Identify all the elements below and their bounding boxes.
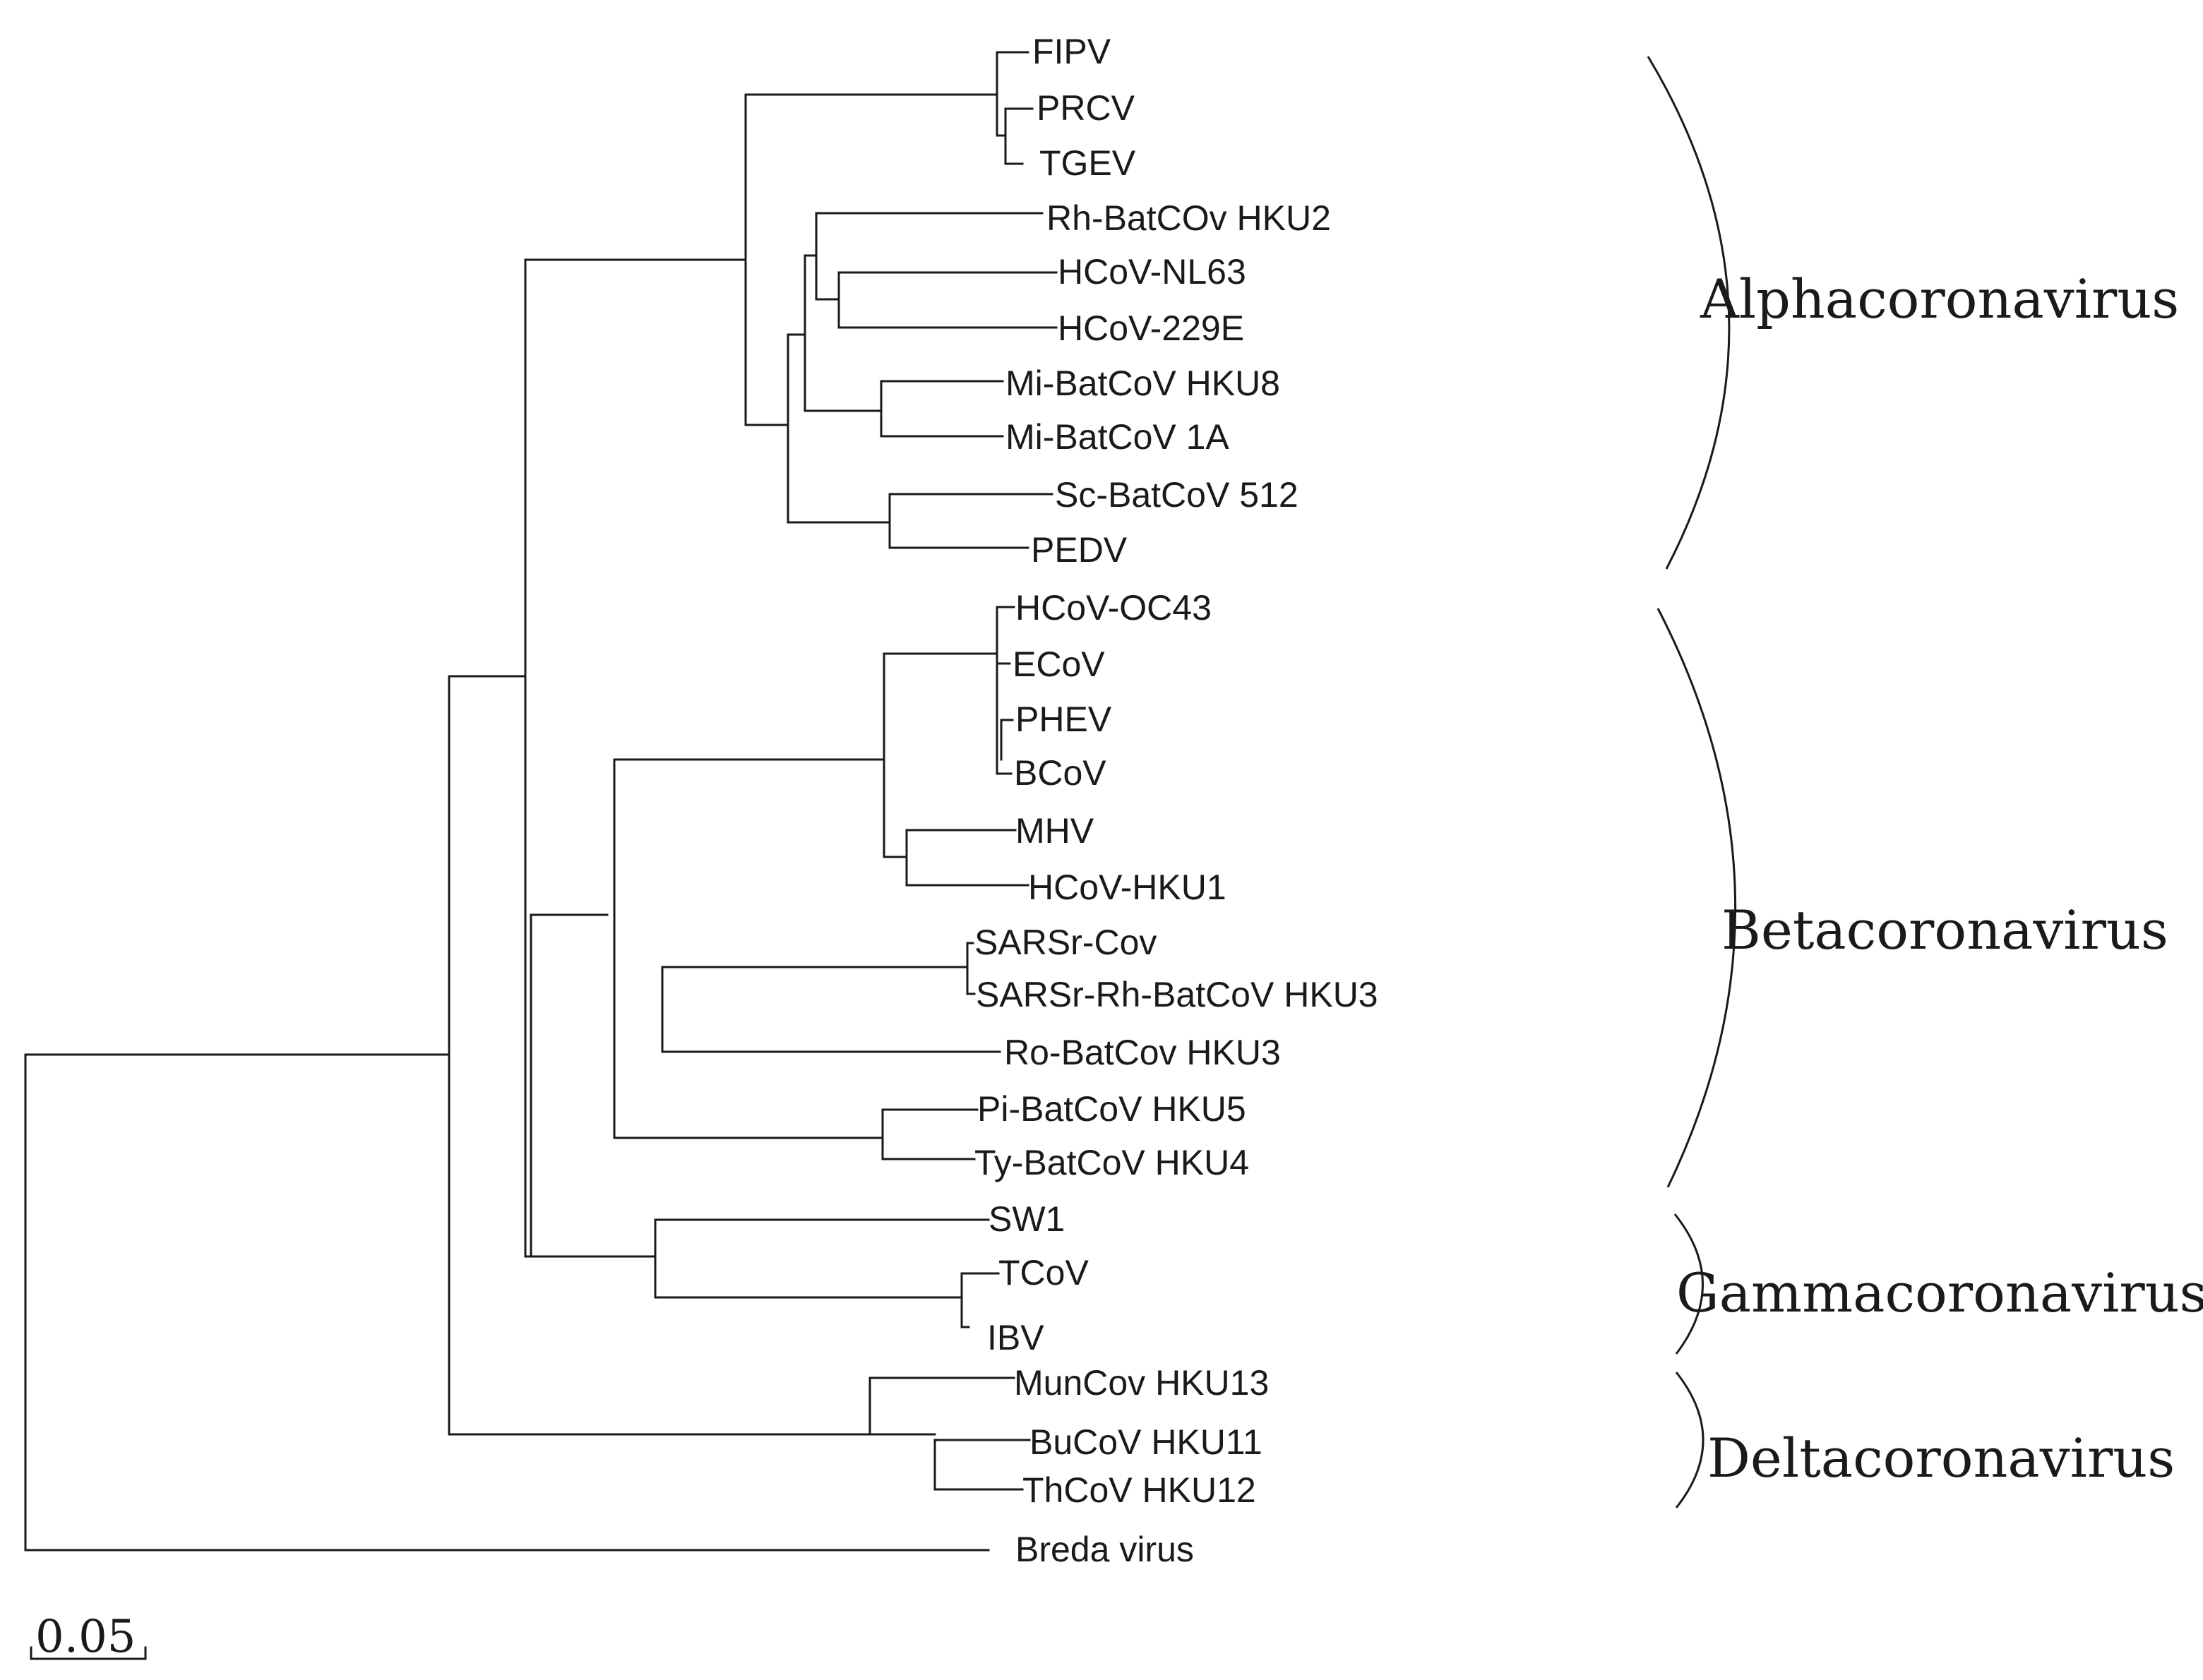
leaf-label: Mi-BatCoV 1A (1005, 417, 1229, 457)
leaf-label: Ro-BatCov HKU3 (1004, 1033, 1281, 1072)
leaf-label: BCoV (1014, 753, 1106, 793)
leaf-label: PHEV (1015, 700, 1112, 739)
scale-bar: 0.05 (30, 1611, 147, 1663)
leaf-label: SW1 (989, 1199, 1065, 1239)
clade-label-deltacoronavirus: Deltacoronavirus (1707, 1427, 2175, 1489)
clade-label-alphacoronavirus: Alphacoronavirus (1700, 268, 2179, 330)
leaf-label: FIPV (1032, 32, 1111, 71)
leaf-label: PEDV (1031, 530, 1128, 570)
leaf-label: TGEV (1039, 143, 1136, 183)
leaf-label: Mi-BatCoV HKU8 (1005, 364, 1280, 403)
leaf-label: MunCov HKU13 (1014, 1363, 1269, 1403)
alphacoronavirus-bracket (1647, 56, 1731, 570)
leaf-label: Sc-BatCoV 512 (1055, 475, 1298, 515)
leaf-label: ECoV (1013, 644, 1105, 684)
leaf-labels: FIPV PRCV TGEV Rh-BatCOv HKU2 HCoV-NL63 … (974, 32, 1378, 1569)
leaf-label: Rh-BatCOv HKU2 (1046, 198, 1331, 238)
leaf-label: SARSr-Cov (974, 923, 1157, 962)
scale-bar-label: 0.05 (35, 1611, 136, 1663)
leaf-label: HCoV-HKU1 (1028, 868, 1226, 907)
leaf-label: TCoV (998, 1253, 1089, 1292)
gammacoronavirus-bracket (1673, 1213, 1704, 1355)
betacoronavirus-bracket (1656, 608, 1737, 1188)
leaf-label: HCoV-OC43 (1015, 588, 1212, 628)
tree-branches (24, 51, 1058, 1552)
clade-label-gammacoronavirus: Gammacoronavirus (1676, 1261, 2203, 1324)
leaf-label: MHV (1015, 811, 1094, 851)
clade-brackets (1647, 56, 1737, 1508)
deltacoronavirus-bracket (1675, 1372, 1705, 1508)
leaf-label: BuCoV HKU11 (1029, 1422, 1262, 1462)
leaf-label: IBV (987, 1318, 1044, 1357)
clade-label-betacoronavirus: Betacoronavirus (1721, 899, 2168, 961)
leaf-label: Ty-BatCoV HKU4 (974, 1143, 1249, 1182)
leaf-label: Breda virus (1015, 1530, 1194, 1569)
leaf-label: ThCoV HKU12 (1022, 1470, 1256, 1510)
leaf-label: Pi-BatCoV HKU5 (977, 1089, 1246, 1129)
leaf-label: HCoV-NL63 (1058, 252, 1246, 292)
leaf-label: SARSr-Rh-BatCoV HKU3 (976, 975, 1378, 1014)
leaf-label: PRCV (1037, 88, 1135, 128)
scale-bar-line (30, 1646, 147, 1660)
clade-labels: Alphacoronavirus Betacoronavirus Gammaco… (1676, 268, 2203, 1489)
leaf-label: HCoV-229E (1058, 308, 1244, 348)
